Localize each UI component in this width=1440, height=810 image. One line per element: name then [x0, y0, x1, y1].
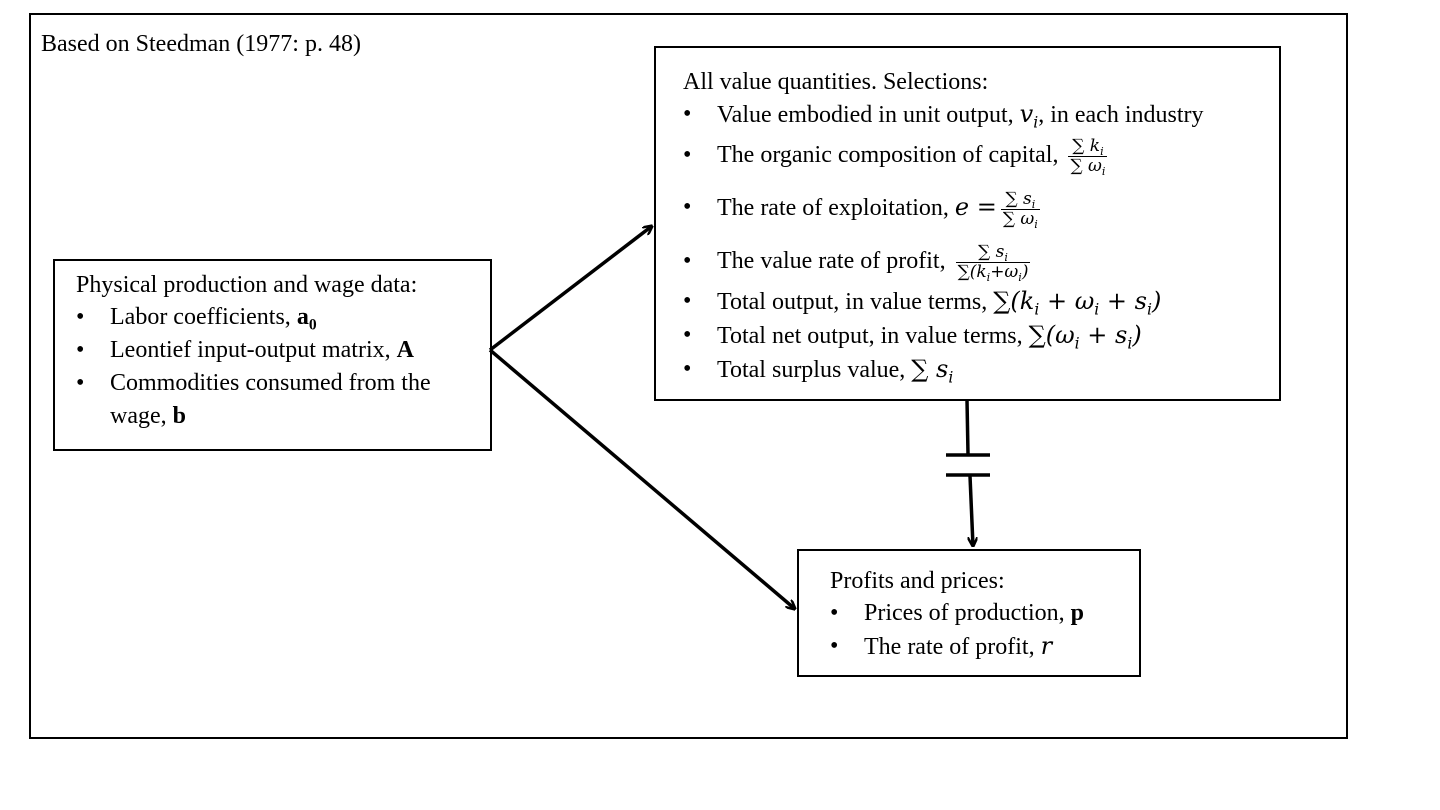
physical-data-list: Labor coefficients, a0 Leontief input-ou…: [76, 301, 490, 433]
item-text: Commodities consumed from the: [110, 370, 431, 396]
arrow-to-value-quantities: [488, 226, 652, 352]
physical-data-box: Physical production and wage data: Labor…: [53, 259, 492, 451]
formula-organic-composition: ∑ ki∑ ωi: [1068, 135, 1108, 178]
profits-prices-box: Profits and prices: Prices of production…: [797, 549, 1141, 677]
formula-rate-of-exploitation: ∑ si∑ ωi: [1000, 188, 1040, 231]
break-connector-upper: [965, 399, 970, 455]
item-text-cont: wage,: [110, 403, 173, 429]
symbol-b: b: [172, 403, 186, 429]
arrow-break-to-profits: [970, 475, 973, 546]
list-item-prices-of-production: Prices of production, p: [830, 597, 1139, 630]
formula-total-net-output: ∑(ωi + si): [1028, 321, 1142, 353]
list-item-total-net-output: Total net output, in value terms, ∑(ωi +…: [683, 319, 1279, 353]
formula-total-surplus-value: ∑ si: [911, 355, 954, 387]
list-item-total-output: Total output, in value terms, ∑(ki + ωi …: [683, 285, 1279, 319]
list-item-labor-coefficients: Labor coefficients, a0: [76, 301, 490, 334]
list-item-commodities-consumed: Commodities consumed from the wage, b: [76, 367, 490, 433]
item-text: Leontief input-output matrix,: [110, 337, 397, 363]
list-item-leontief-matrix: Leontief input-output matrix, A: [76, 334, 490, 367]
formula-e-equals: e =: [954, 193, 997, 221]
formula-value-rate-of-profit: ∑ si∑(ki+ωi): [955, 241, 1031, 284]
formula-total-output: ∑(ki + ωi + si): [993, 287, 1162, 319]
physical-data-title: Physical production and wage data:: [76, 272, 418, 298]
figure-frame: [29, 13, 1348, 739]
value-quantities-title: All value quantities. Selections:: [683, 69, 989, 95]
source-note: Based on Steedman (1977: p. 48): [41, 31, 361, 57]
profits-prices-title: Profits and prices:: [830, 568, 1005, 594]
list-item-rate-of-profit: The rate of profit, r: [830, 630, 1139, 664]
list-item-value-embodied: Value embodied in unit output, vi, in ea…: [683, 98, 1279, 132]
symbol-A: A: [396, 337, 414, 363]
list-item-total-surplus-value: Total surplus value, ∑ si: [683, 353, 1279, 387]
list-item-organic-composition: The organic composition of capital, ∑ ki…: [683, 132, 1279, 178]
profits-prices-list: Prices of production, p The rate of prof…: [830, 597, 1139, 664]
formula-v-i: vi: [1019, 100, 1039, 132]
symbol-r: r: [1040, 632, 1053, 660]
list-item-value-rate-of-profit: The value rate of profit, ∑ si∑(ki+ωi): [683, 237, 1279, 285]
arrow-to-profits-prices: [488, 348, 795, 609]
list-item-rate-of-exploitation: The rate of exploitation, e =∑ si∑ ωi: [683, 178, 1279, 237]
symbol-p: p: [1070, 600, 1084, 626]
item-text: Labor coefficients,: [110, 304, 297, 330]
symbol-a0: a0: [296, 304, 317, 334]
value-quantities-list: Value embodied in unit output, vi, in ea…: [683, 98, 1279, 387]
value-quantities-box: All value quantities. Selections: Value …: [654, 46, 1281, 401]
